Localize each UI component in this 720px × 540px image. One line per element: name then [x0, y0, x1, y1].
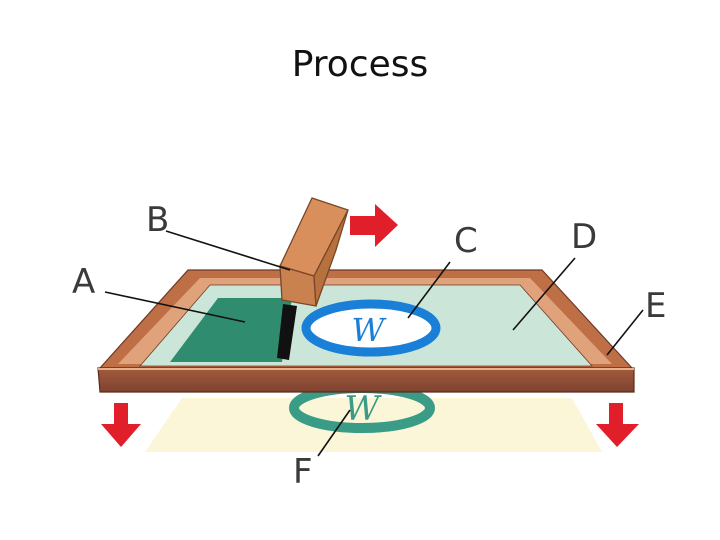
stencil: W [301, 299, 441, 357]
pointer-f [317, 409, 351, 457]
frame-front [97, 367, 635, 393]
direction-arrow-down-left [101, 403, 141, 447]
pointer-b [165, 230, 291, 271]
label-d: D [571, 217, 597, 257]
direction-arrow-down-right [596, 403, 639, 447]
pointer-a [104, 291, 246, 323]
label-b: B [146, 200, 169, 240]
pointer-c [407, 261, 451, 319]
direction-arrow-right [350, 204, 398, 247]
label-f: F [293, 452, 313, 492]
squeegee [277, 197, 349, 360]
label-e: E [645, 286, 666, 326]
label-a: A [72, 262, 95, 302]
pointer-e [606, 309, 644, 356]
svg-text:W: W [352, 311, 388, 349]
ink-area [170, 298, 292, 362]
pointer-d [512, 257, 576, 331]
slide-title: Process [291, 44, 429, 85]
svg-text:W: W [345, 389, 383, 429]
label-c: C [454, 221, 478, 261]
